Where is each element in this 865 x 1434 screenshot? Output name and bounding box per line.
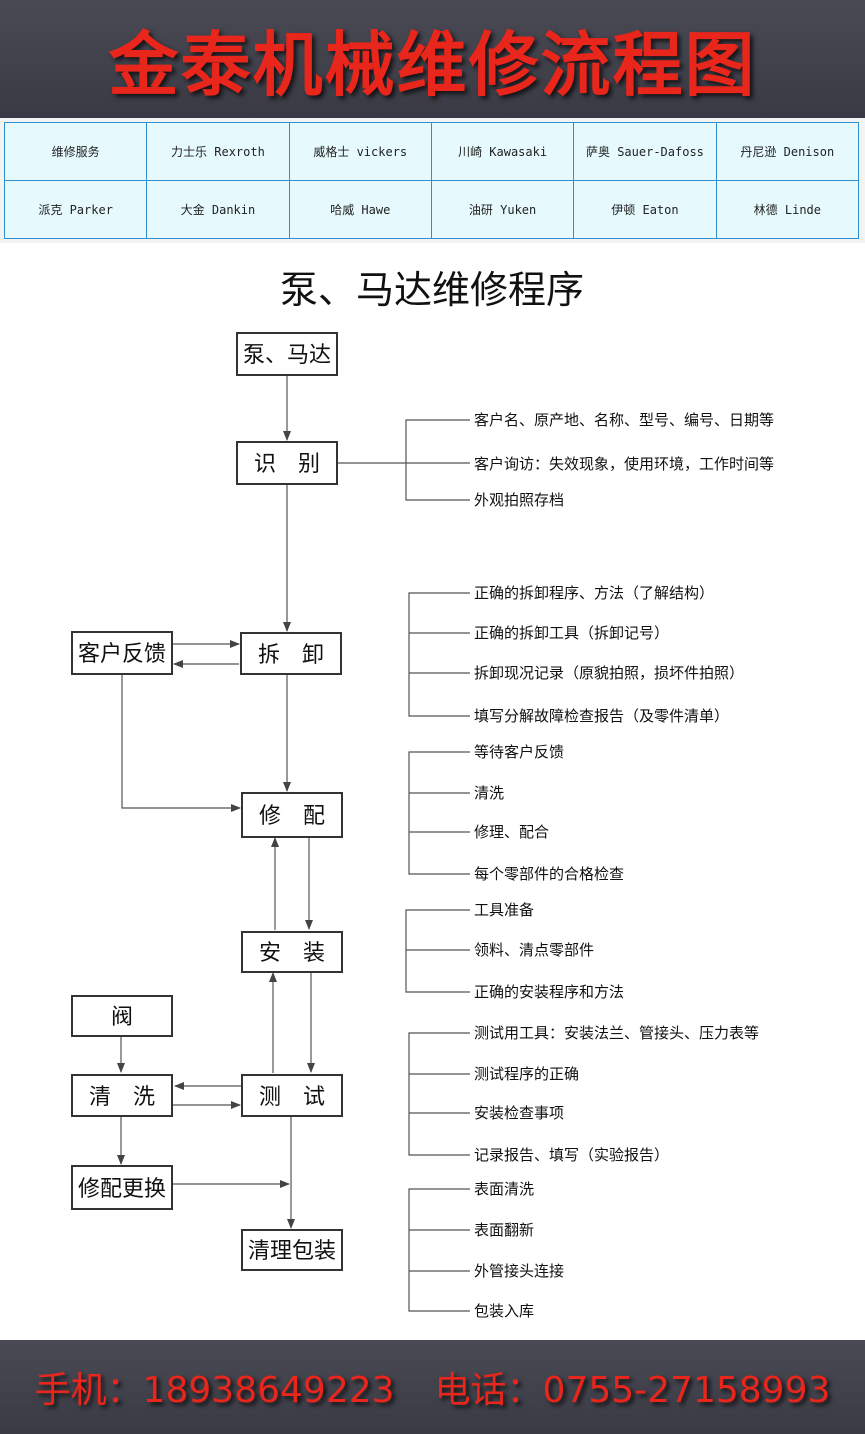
note-text: 等待客户反馈 xyxy=(474,743,564,761)
brand-cell: 威格士 vickers xyxy=(288,122,432,181)
brand-cell: 哈威 Hawe xyxy=(288,180,432,239)
note-text: 拆卸现况记录（原貌拍照，损坏件拍照） xyxy=(474,664,744,682)
node-pump-motor xyxy=(236,332,338,376)
brand-cell: 伊顿 Eaton xyxy=(573,180,717,239)
note-text: 清洗 xyxy=(474,784,504,802)
brand-cell: 川崎 Kawasaki xyxy=(430,122,575,181)
node-label: 清理包装 xyxy=(248,1239,336,1264)
table-row: 维修服务 力士乐 Rexroth 威格士 vickers 川崎 Kawasaki… xyxy=(3,122,860,181)
note-brackets xyxy=(337,419,470,1312)
node-label: 修配更换 xyxy=(78,1177,166,1202)
brand-cell: 萨奥 Sauer-Dafoss xyxy=(573,122,717,181)
page-title: 金泰机械维修流程图 xyxy=(108,23,757,106)
node-label: 阀 xyxy=(111,1005,133,1030)
note-texts: 客户名、原产地、名称、型号、编号、日期等 客户询访：失效现象，使用环境，工作时间… xyxy=(474,411,774,1320)
node-label: 识 别 xyxy=(254,452,320,477)
node-clean xyxy=(71,1074,173,1117)
table-row: 派克 Parker 大金 Dankin 哈威 Hawe 油研 Yuken 伊顿 … xyxy=(3,180,860,239)
note-text: 安装检查事项 xyxy=(474,1104,564,1122)
brand-cell: 派克 Parker xyxy=(3,180,148,239)
note-text: 客户询访：失效现象，使用环境，工作时间等 xyxy=(474,455,774,473)
brand-cell: 油研 Yuken xyxy=(430,180,575,239)
node-repair-replace xyxy=(71,1165,173,1210)
node-identify xyxy=(236,441,338,485)
note-text: 外管接头连接 xyxy=(474,1262,564,1280)
flow-connectors xyxy=(117,375,315,1229)
brand-cell: 大金 Dankin xyxy=(146,180,290,239)
brand-cell: 维修服务 xyxy=(3,122,148,181)
note-text: 记录报告、填写（实验报告） xyxy=(474,1146,669,1164)
flowchart-canvas: 泵、马达维修程序 xyxy=(71,268,774,1320)
node-labels: 泵、马达 识 别 拆 卸 客户反馈 修 配 安 装 阀 清 洗 测 试 修配更换… xyxy=(78,343,336,1264)
note-text: 包装入库 xyxy=(474,1302,534,1320)
node-valve xyxy=(71,995,173,1037)
note-text: 工具准备 xyxy=(474,901,534,919)
node-label: 清 洗 xyxy=(89,1085,155,1110)
note-text: 填写分解故障检查报告（及零件清单） xyxy=(474,707,729,725)
flowchart: 泵、马达维修程序 xyxy=(0,243,865,1340)
node-label: 安 装 xyxy=(259,941,325,966)
node-customer-feedback xyxy=(71,631,173,675)
note-text: 客户名、原产地、名称、型号、编号、日期等 xyxy=(474,411,774,429)
node-label: 修 配 xyxy=(259,804,325,829)
node-test xyxy=(241,1074,343,1117)
brand-table: 维修服务 力士乐 Rexroth 威格士 vickers 川崎 Kawasaki… xyxy=(3,122,860,239)
note-text: 表面清洗 xyxy=(474,1180,534,1198)
node-label: 泵、马达 xyxy=(243,343,331,368)
node-repair xyxy=(241,792,343,838)
flow-nodes xyxy=(71,332,343,1271)
node-label: 客户反馈 xyxy=(78,642,166,667)
note-text: 外观拍照存档 xyxy=(474,491,564,509)
brand-cell: 丹尼逊 Denison xyxy=(715,122,860,181)
phone-number: 电话：0755-27158993 xyxy=(434,1370,831,1411)
note-text: 表面翻新 xyxy=(474,1221,534,1239)
note-text: 测试用工具：安装法兰、管接头、压力表等 xyxy=(474,1024,759,1042)
node-pack xyxy=(241,1229,343,1271)
note-text: 测试程序的正确 xyxy=(474,1065,579,1083)
brand-cell: 林德 Linde xyxy=(715,180,860,239)
arrow-feedback-to-repair xyxy=(121,674,241,812)
diagram-title: 泵、马达维修程序 xyxy=(280,268,584,312)
node-label: 测 试 xyxy=(259,1085,325,1110)
note-text: 领料、清点零部件 xyxy=(474,941,594,959)
header-banner: 金泰机械维修流程图 xyxy=(0,0,865,118)
note-text: 修理、配合 xyxy=(474,823,549,841)
note-text: 正确的拆卸工具（拆卸记号） xyxy=(474,624,669,642)
brand-cell: 力士乐 Rexroth xyxy=(146,122,290,181)
note-text: 正确的安装程序和方法 xyxy=(474,983,624,1001)
node-disassemble xyxy=(240,632,342,675)
node-label: 拆 卸 xyxy=(258,643,324,668)
footer-banner: 手机：18938649223 电话：0755-27158993 xyxy=(0,1340,865,1434)
mobile-number: 手机：18938649223 xyxy=(34,1370,395,1411)
note-text: 每个零部件的合格检查 xyxy=(474,865,624,883)
node-install xyxy=(241,931,343,973)
note-text: 正确的拆卸程序、方法（了解结构） xyxy=(474,584,714,602)
